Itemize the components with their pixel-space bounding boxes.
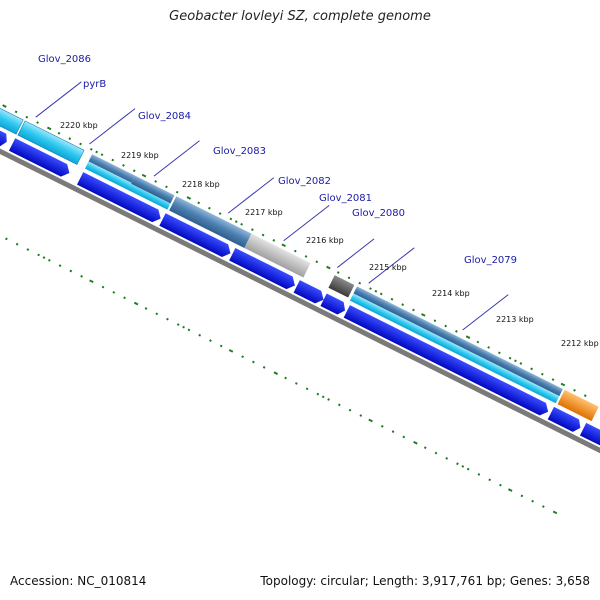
cds-orange <box>557 389 599 422</box>
accession-text: Accession: NC_010814 <box>10 574 147 588</box>
cds-glov-2079 <box>349 293 560 404</box>
gene-label-glov-2084: Glov_2084 <box>138 111 191 122</box>
cds-rev-2 <box>8 138 70 177</box>
kbp-label-2213: 2213 kbp <box>496 315 534 324</box>
gene-label-glov-2083: Glov_2083 <box>213 146 266 157</box>
kbp-label-2217: 2217 kbp <box>245 208 283 217</box>
gene-label-glov-2080: Glov_2080 <box>352 208 405 219</box>
cds-rev-7 <box>320 293 346 315</box>
cds-glov-2084 <box>85 161 171 210</box>
kbp-label-2219: 2219 kbp <box>121 151 159 160</box>
cds-glov-2086 <box>0 107 24 135</box>
kbp-label-2214: 2214 kbp <box>432 289 470 298</box>
gene-label-glov-2081: Glov_2081 <box>319 193 372 204</box>
gene-label-glov-2086: Glov_2086 <box>38 54 91 65</box>
cds-glov-2084-steel <box>88 154 136 184</box>
cds-rev-10 <box>579 422 600 448</box>
cds-rev-8 <box>343 305 549 416</box>
gene-label-glov-2079: Glov_2079 <box>464 255 517 266</box>
cds-pyrb <box>17 120 85 165</box>
label-leaders <box>35 81 509 331</box>
kbp-label-2218: 2218 kbp <box>182 180 220 189</box>
cds-rev-5 <box>229 248 295 290</box>
kbp-label-2220: 2220 kbp <box>60 121 98 130</box>
cds-rev-6 <box>293 280 324 304</box>
kbp-label-2215: 2215 kbp <box>369 263 407 272</box>
kbp-label-2216: 2216 kbp <box>306 236 344 245</box>
cds-rev-3 <box>76 172 161 223</box>
kbp-label-layer: 2220 kbp 2219 kbp 2218 kbp 2217 kbp 2216 kbp… <box>60 121 599 348</box>
cds-glov-2082 <box>244 233 311 278</box>
cds-rev-1 <box>0 125 7 147</box>
map-title: Geobacter lovleyi SZ, complete genome <box>169 9 431 24</box>
cds-glov-2081 <box>328 275 355 298</box>
cds-rev-9 <box>547 406 581 432</box>
cds-rev-4 <box>159 213 231 257</box>
gene-label-layer: Glov_2086 pyrB Glov_2084Glov_2083Glov_2082… <box>38 54 517 266</box>
gene-label-pyrb: pyrB <box>83 79 106 90</box>
cds-glov-2083 <box>131 175 175 204</box>
reverse-cds-track <box>0 125 600 448</box>
outer-tick-track <box>0 102 596 402</box>
kbp-label-2212: 2212 kbp <box>561 339 599 348</box>
topology-text: Topology: circular; Length: 3,917,761 bp… <box>260 574 590 588</box>
gene-label-glov-2082: Glov_2082 <box>278 176 331 187</box>
genome-backbone <box>0 137 600 464</box>
cds-glov-2083b <box>169 196 252 248</box>
forward-cds-track <box>0 107 599 422</box>
cds-glov-2080 <box>353 286 563 397</box>
